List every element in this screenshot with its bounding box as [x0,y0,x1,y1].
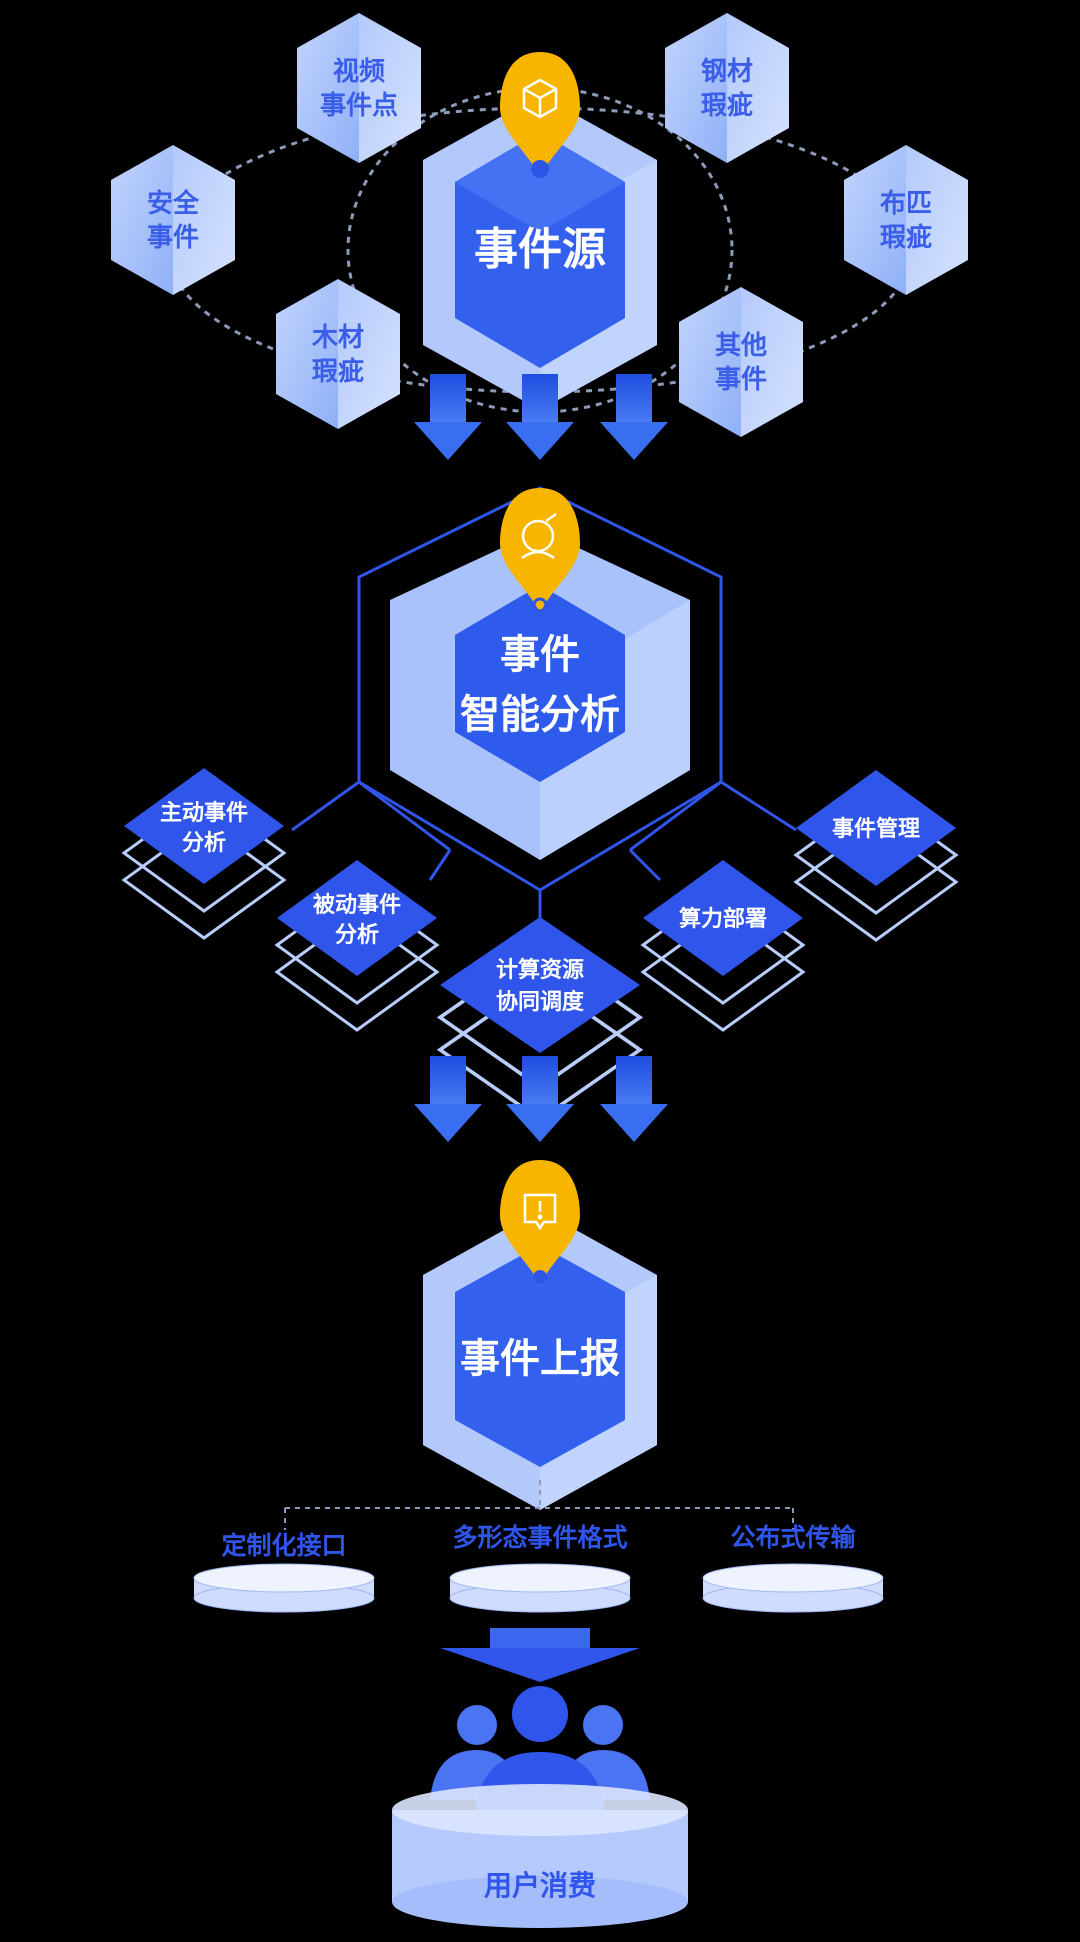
label: 瑕疵 [312,356,364,387]
alert-pin-icon [500,1160,580,1285]
feature-multi-format: 多形态事件格式 [449,1523,631,1613]
label: 被动事件 [313,892,401,918]
label: 其他 [715,331,767,361]
source-pin-icon [500,52,580,178]
label: 公布式传输 [730,1523,856,1552]
feature-distributed-transport: 公布式传输 [702,1523,884,1613]
flow-arrows-2 [414,1056,668,1142]
feature-custom-interface: 定制化接口 [193,1531,375,1613]
label: 瑕疵 [880,222,932,253]
label: 瑕疵 [701,90,753,121]
label: 事件 [500,632,580,678]
analysis-pin-icon [500,488,580,613]
label: 木材 [311,323,364,353]
label: 事件 [715,365,767,395]
label: 算力部署 [679,906,767,932]
module-passive-analysis: 被动事件 分析 [275,860,439,1032]
module-active-analysis: 主动事件 分析 [122,768,286,940]
label: 计算资源 [496,957,584,983]
analysis-wireframe [291,486,797,930]
module-resource-scheduling: 计算资源 协同调度 [438,917,642,1122]
label: 事件 [147,223,199,253]
label: 协同调度 [496,989,585,1015]
label: 安全 [147,188,200,219]
report-connector [284,1480,794,1530]
down-arrow-icon [414,374,482,460]
label: 分析 [335,923,379,948]
source-item-wood: 木材 瑕疵 [276,279,400,429]
label: 视频 [333,57,385,87]
report-hub: 事件上报 [423,1210,657,1510]
label: 钢材 [701,57,753,87]
source-item-fabric: 布匹 瑕疵 [844,145,968,295]
big-down-arrow-icon [440,1628,640,1682]
label: 多形态事件格式 [452,1523,627,1552]
event-source-title: 事件源 [474,224,606,275]
event-source-hub: 事件源 [423,95,657,410]
module-event-management: 事件管理 [794,770,958,942]
label: 用户消费 [484,1869,596,1902]
analysis-hub: 事件 智能分析 [390,530,690,860]
source-item-steel: 钢材 瑕疵 [665,13,789,163]
label: 事件管理 [832,816,920,842]
label: 分析 [182,831,226,856]
label: 事件上报 [460,1336,620,1382]
flow-arrows-1 [414,374,668,460]
source-item-safety: 安全 事件 [111,145,235,295]
consumer-base: 用户消费 [392,1784,688,1928]
source-item-other: 其他 事件 [679,287,803,437]
label: 事件点 [320,90,398,121]
label: 主动事件 [160,800,248,826]
module-compute-deploy: 算力部署 [641,860,805,1032]
label: 智能分析 [460,692,620,738]
label: 布匹 [880,189,932,219]
label: 定制化接口 [221,1531,346,1560]
source-item-video: 视频 事件点 [297,13,421,163]
down-arrow-icon [414,1056,482,1142]
down-arrow-icon [600,374,668,460]
